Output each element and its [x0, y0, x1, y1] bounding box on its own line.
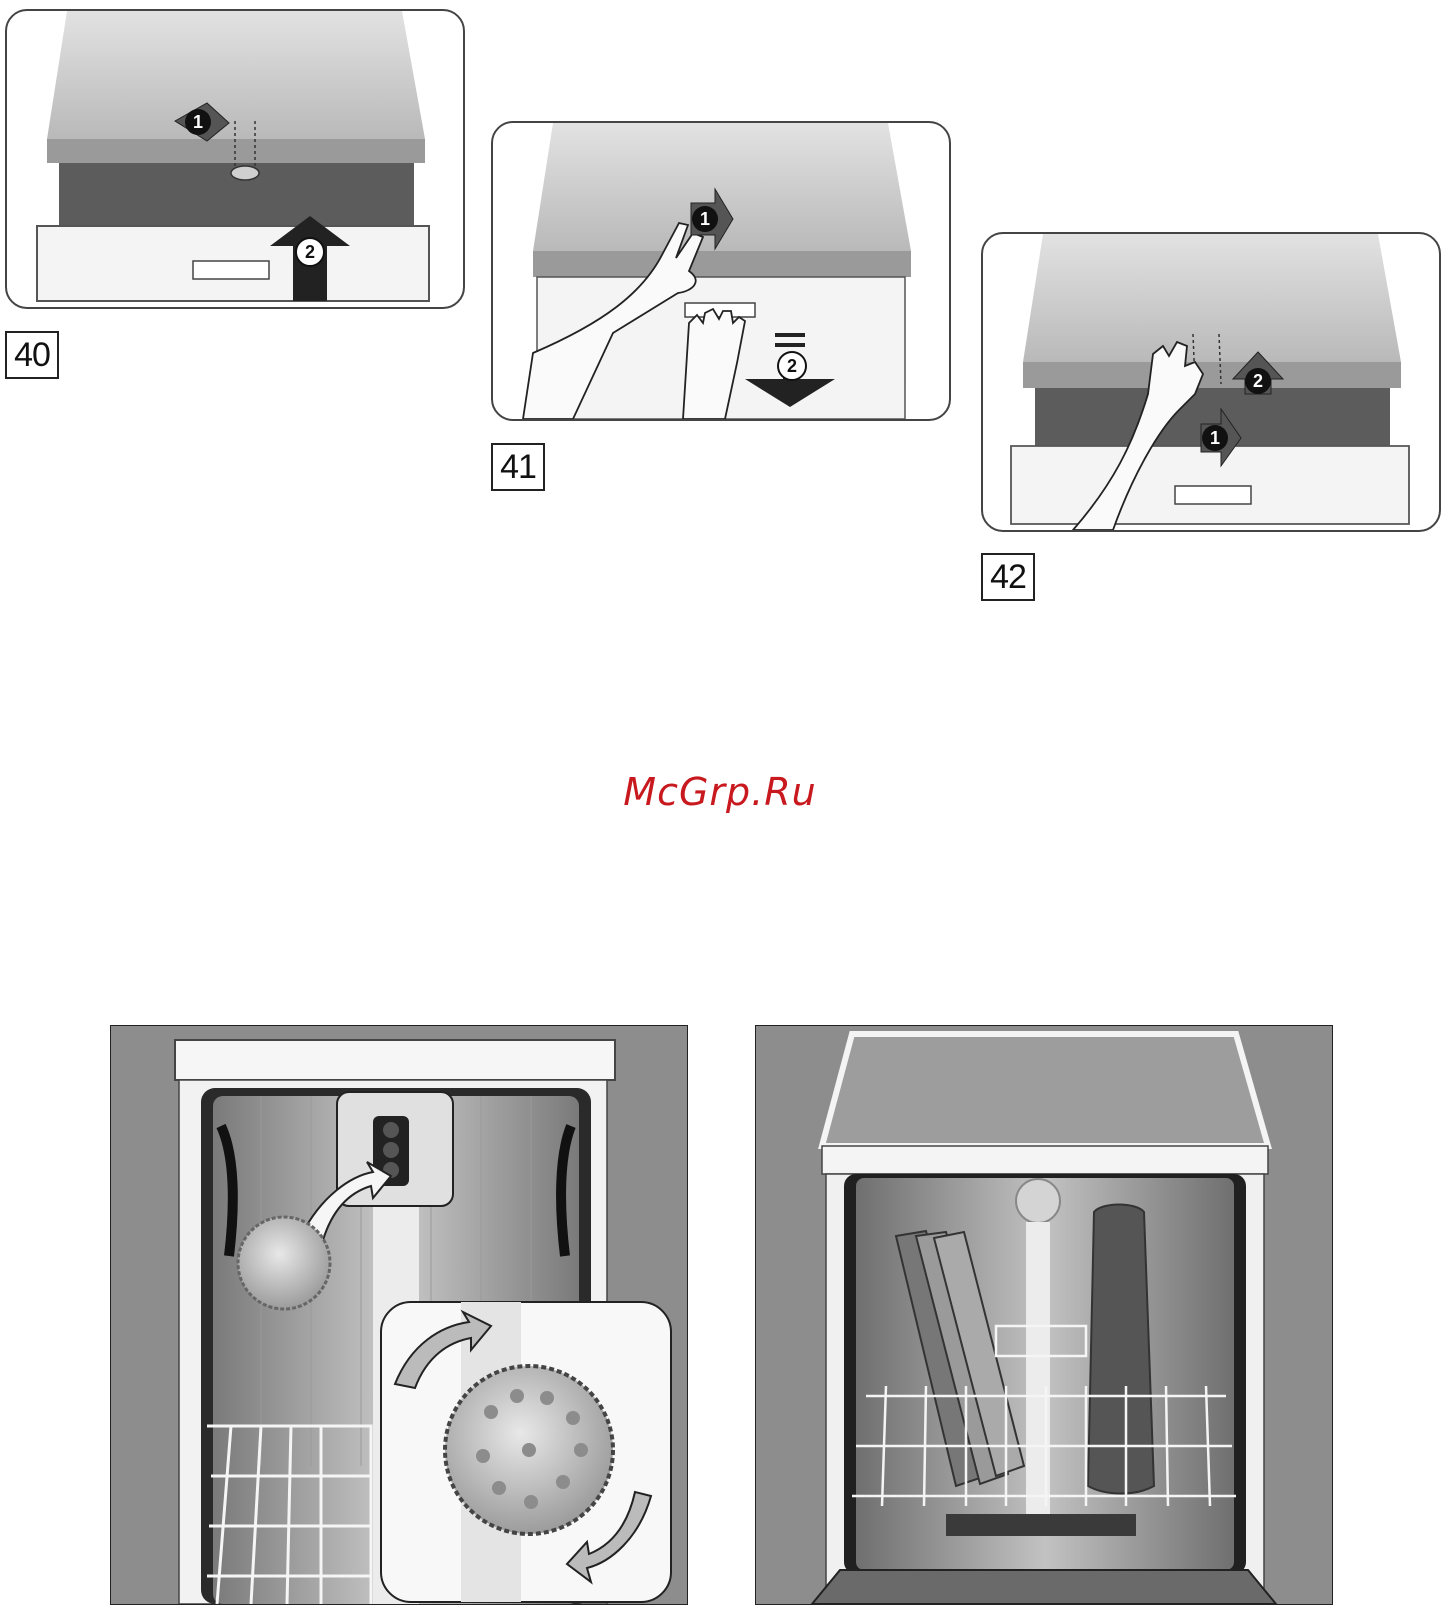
figure-42-number: 42 — [981, 553, 1035, 601]
dishwasher-loaded-photo — [755, 1025, 1333, 1605]
dishwasher-interior-photo — [110, 1025, 688, 1605]
step-2-marker: 2 — [295, 237, 325, 267]
figure-40-drawing — [7, 11, 463, 307]
step-1-marker: 1 — [692, 206, 718, 232]
step-2-marker: 2 — [777, 351, 807, 381]
figure-41-illustration: 1 2 — [491, 121, 951, 421]
watermark-text: McGrp.Ru — [560, 770, 880, 814]
step-1-marker: 1 — [1202, 425, 1228, 451]
dishwasher-loaded-drawing — [756, 1026, 1332, 1604]
figure-42-drawing — [983, 234, 1439, 530]
figure-40-number: 40 — [5, 331, 59, 379]
figure-41-number: 41 — [491, 443, 545, 491]
figure-42-illustration: 1 2 — [981, 232, 1441, 532]
figure-40-illustration: 1 2 — [5, 9, 465, 309]
step-2-marker: 2 — [1245, 368, 1271, 394]
figure-41-drawing — [493, 123, 949, 419]
step-1-marker: 1 — [185, 109, 211, 135]
dishwasher-interior-drawing — [111, 1026, 687, 1604]
